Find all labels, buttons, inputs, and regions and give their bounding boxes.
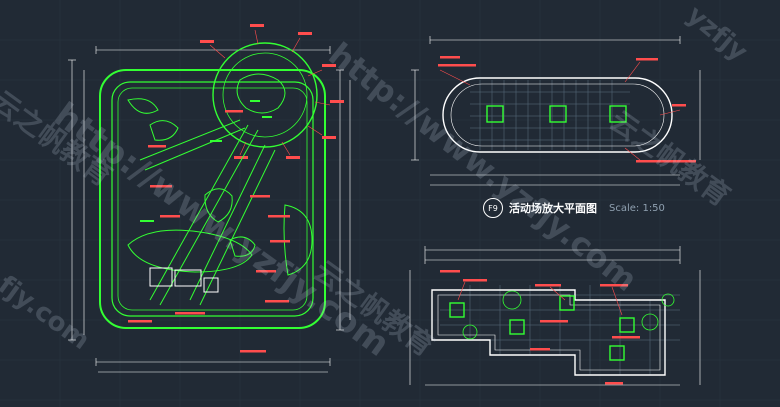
drawing-title-block: F9 活动场放大平面图 Scale: 1:50 — [483, 198, 665, 218]
site-plan — [68, 24, 351, 373]
detail-badge: F9 — [483, 198, 503, 218]
drawing-scale: Scale: 1:50 — [609, 202, 665, 214]
drawing-title: 活动场放大平面图 — [509, 202, 597, 215]
activity-plaza-plan — [411, 36, 701, 186]
stepped-plaza-plan — [409, 246, 701, 386]
